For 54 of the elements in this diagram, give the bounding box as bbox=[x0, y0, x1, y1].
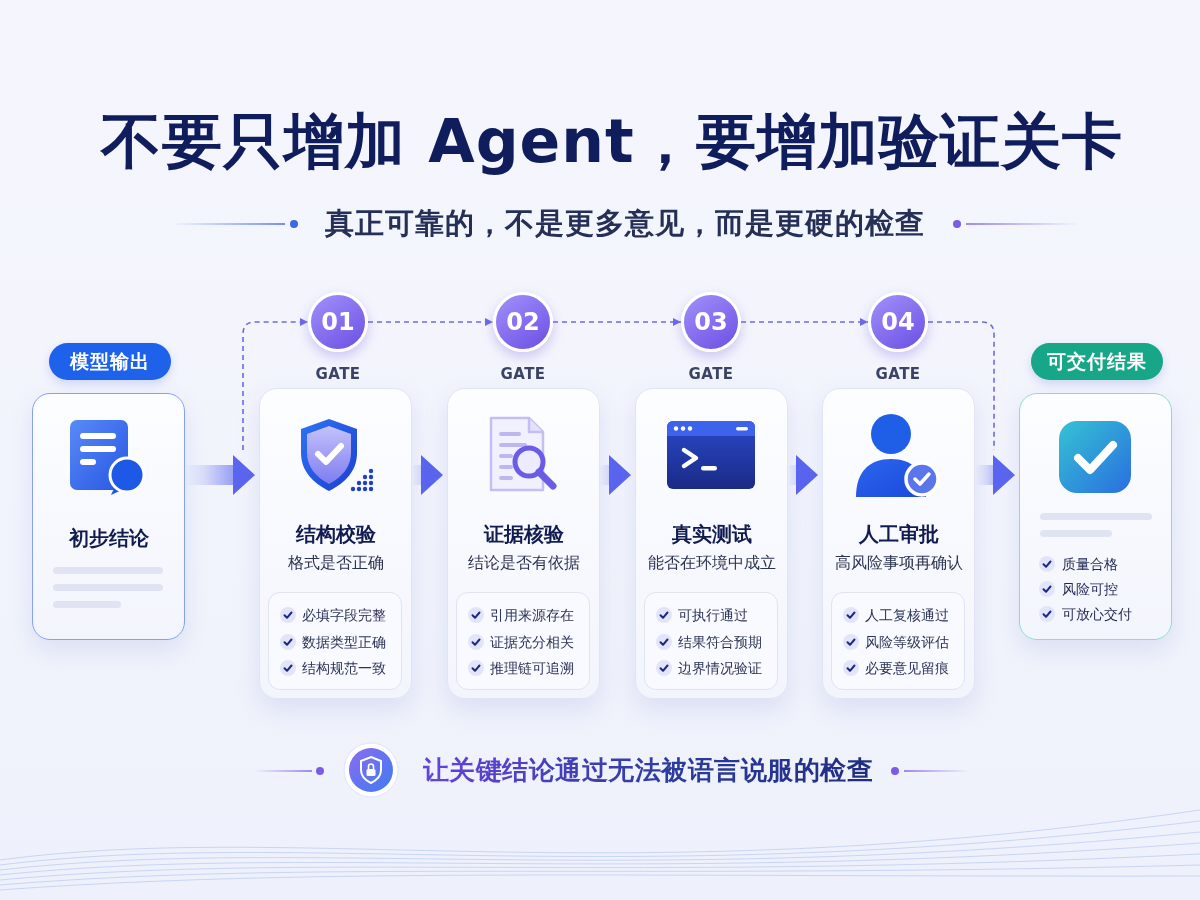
card-title: 初步结论 bbox=[68, 525, 149, 551]
block-arrow bbox=[975, 455, 1015, 495]
dashed-arrow bbox=[740, 318, 869, 326]
gate-label: GATE bbox=[315, 365, 361, 383]
gate-label: GATE bbox=[875, 365, 921, 383]
block-arrow bbox=[600, 455, 631, 495]
dashed-arrow bbox=[242, 318, 309, 451]
subtitle: 真正可靠的，不是更多意见，而是更硬的检查 bbox=[325, 205, 925, 243]
block-arrow bbox=[412, 455, 443, 495]
process-card bbox=[635, 388, 788, 699]
block-arrow bbox=[788, 455, 818, 495]
label-pill: 可交付结果 bbox=[1031, 343, 1163, 380]
checklist-item: 人工复核通过 bbox=[865, 606, 949, 625]
dashed-arrow bbox=[552, 318, 682, 326]
checklist-item: 必填字段完整 bbox=[302, 606, 386, 625]
input-card bbox=[32, 393, 185, 640]
card-subtitle: 结论是否有依据 bbox=[467, 552, 580, 574]
checklist-item: 风险可控 bbox=[1062, 580, 1118, 599]
card-title: 结构校验 bbox=[295, 521, 376, 547]
gate-label: GATE bbox=[688, 365, 734, 383]
number-circle: 04 bbox=[868, 292, 928, 352]
checklist-item: 推理链可追溯 bbox=[490, 659, 574, 678]
output-card bbox=[1019, 393, 1172, 640]
label-pill: 模型输出 bbox=[49, 343, 171, 380]
gate-label: GATE bbox=[500, 365, 546, 383]
checklist-item: 结构规范一致 bbox=[302, 659, 386, 678]
title: 不要只增加 Agent，要增加验证关卡 bbox=[101, 106, 1123, 176]
card-title: 真实测试 bbox=[671, 521, 752, 547]
checklist-item: 质量合格 bbox=[1062, 555, 1118, 574]
process-card bbox=[259, 388, 412, 699]
card-subtitle: 高风险事项再确认 bbox=[834, 552, 963, 574]
checklist-box bbox=[268, 592, 402, 690]
number-circle: 03 bbox=[681, 292, 741, 352]
card-subtitle: 格式是否正确 bbox=[287, 552, 384, 574]
process-card bbox=[447, 388, 600, 699]
checklist-item: 边界情况验证 bbox=[678, 659, 762, 678]
checklist-item: 必要意见留痕 bbox=[865, 659, 949, 678]
checklist-box bbox=[456, 592, 590, 690]
dashed-arrow bbox=[367, 318, 494, 326]
checklist-box bbox=[831, 592, 965, 690]
number-circle: 02 bbox=[493, 292, 553, 352]
checklist-item: 结果符合预期 bbox=[678, 632, 762, 652]
process-card bbox=[822, 388, 975, 699]
card-title: 证据核验 bbox=[483, 521, 564, 547]
checklist-item: 数据类型正确 bbox=[302, 632, 386, 652]
card-title: 人工审批 bbox=[858, 521, 939, 547]
checklist-item: 可执行通过 bbox=[678, 606, 748, 625]
checklist-item: 可放心交付 bbox=[1062, 605, 1132, 624]
checklist-box bbox=[644, 592, 778, 690]
number-circle: 01 bbox=[308, 292, 368, 352]
checklist-item: 证据充分相关 bbox=[490, 632, 574, 652]
checklist-item: 引用来源存在 bbox=[490, 606, 574, 625]
checklist-item: 风险等级评估 bbox=[865, 632, 949, 652]
card-subtitle: 能否在环境中成立 bbox=[647, 552, 776, 574]
